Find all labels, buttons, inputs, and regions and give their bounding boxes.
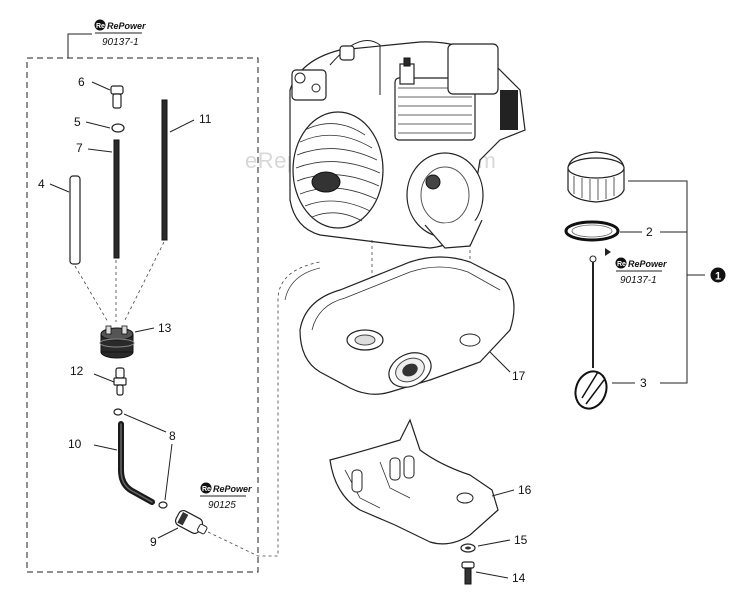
callout-6: 6 (78, 75, 85, 89)
part-10-fuel-line: 10 (68, 421, 155, 505)
callout-15: 15 (514, 533, 528, 547)
callout-10: 10 (68, 437, 82, 451)
part-11-rod: 11 (161, 99, 212, 241)
badge-code: 90125 (208, 500, 236, 511)
callout-3: 3 (640, 376, 647, 390)
engine-assembly (289, 40, 526, 249)
badge-code: 90137-1 (620, 275, 657, 286)
repower-badge-cap: Re RePower 90137-1 (605, 248, 667, 286)
repower-badge-filter: Re RePower 90125 (200, 482, 252, 511)
callout-12: 12 (70, 364, 84, 378)
part-3-tether: 3 (574, 255, 647, 410)
part-8-washer: 8 (123, 413, 176, 509)
kit-dashed-box (26, 33, 259, 573)
badge-code: 90137-1 (102, 37, 139, 48)
badge-brand: RePower (107, 21, 146, 31)
svg-text:Re: Re (96, 23, 105, 30)
callout-14: 14 (512, 571, 526, 585)
fuel-route-line-inner (284, 267, 321, 301)
callout-11: 11 (199, 112, 212, 126)
badge-brand: RePower (213, 484, 252, 494)
part-7-rod: 7 (76, 139, 120, 259)
part-17-fuel-tank: 17 (299, 256, 526, 395)
part-15-washer: 15 (460, 533, 528, 553)
callout-13: 13 (158, 321, 172, 335)
part-5-oring: 5 (74, 115, 125, 133)
callout-9: 9 (150, 535, 157, 549)
callout-4: 4 (38, 177, 45, 191)
group-bracket-1: 1 (660, 180, 726, 384)
part-9-fuel-filter: 9 (150, 509, 208, 549)
part-cap-group (567, 151, 665, 203)
callout-7: 7 (76, 141, 83, 155)
part-16-tank-guard: 16 (329, 418, 532, 545)
part-13-grommet: 13 (99, 321, 172, 359)
svg-text:Re: Re (202, 486, 211, 493)
part-6-fitting: 6 (78, 75, 124, 109)
callout-8: 8 (169, 429, 176, 443)
repower-badge-top: Re RePower 90137-1 (94, 19, 146, 48)
badge-brand: RePower (628, 259, 667, 269)
callout-1: 1 (715, 271, 721, 283)
assembly-lines-kit (74, 241, 165, 323)
callout-5: 5 (74, 115, 81, 129)
callout-17: 17 (512, 369, 526, 383)
callout-2: 2 (646, 225, 653, 239)
callout-16: 16 (518, 483, 532, 497)
fuel-route-line (207, 261, 321, 557)
part-12-fitting: 12 (70, 364, 127, 396)
small-ring (113, 408, 123, 416)
part-14-screw: 14 (461, 561, 526, 585)
part-2-gasket: 2 (564, 220, 653, 242)
part-4-tube: 4 (38, 175, 81, 265)
svg-text:Re: Re (617, 261, 626, 268)
